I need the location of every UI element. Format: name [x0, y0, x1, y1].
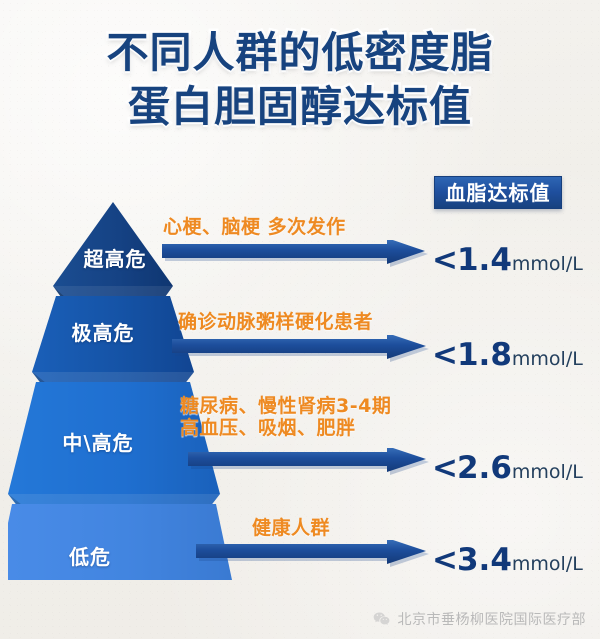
- page-title: 不同人群的低密度脂 蛋白胆固醇达标值: [0, 26, 600, 134]
- value-unit: mmol/L: [511, 348, 583, 370]
- arrow-icon-super-high: [162, 240, 432, 270]
- risk-description-moderate-high: 糖尿病、慢性肾病3-4期 高血压、吸烟、肥胖: [180, 395, 392, 440]
- value-number: 1.4: [456, 242, 512, 278]
- value-number: 1.8: [456, 337, 512, 373]
- title-line-2: 蛋白胆固醇达标值: [125, 79, 473, 133]
- target-value-super-high: <1.4mmol/L: [432, 245, 583, 276]
- footer-attribution: 北京市垂杨柳医院国际医疗部: [372, 609, 587, 629]
- risk-description-super-high: 心梗、脑梗 多次发作: [163, 216, 346, 238]
- risk-pyramid: [8, 198, 236, 586]
- target-value-very-high: <1.8mmol/L: [432, 340, 583, 371]
- value-operator: <: [432, 542, 458, 578]
- target-value-moderate-high: <2.6mmol/L: [432, 453, 583, 484]
- value-column-header: 血脂达标值: [434, 176, 562, 209]
- value-unit: mmol/L: [511, 253, 583, 275]
- risk-description-low: 健康人群: [252, 517, 331, 539]
- value-unit: mmol/L: [511, 461, 583, 483]
- value-operator: <: [432, 450, 458, 486]
- wechat-icon: [372, 610, 391, 629]
- risk-description-very-high: 确诊动脉粥样硬化患者: [178, 311, 374, 333]
- title-line-1: 不同人群的低密度脂: [104, 26, 495, 80]
- arrow-icon-low: [196, 540, 434, 570]
- value-unit: mmol/L: [511, 553, 583, 575]
- value-number: 3.4: [456, 542, 512, 578]
- value-operator: <: [432, 337, 458, 373]
- arrow-icon-very-high: [172, 335, 434, 365]
- value-operator: <: [432, 242, 458, 278]
- arrow-icon-moderate-high: [188, 448, 434, 478]
- footer-text: 北京市垂杨柳医院国际医疗部: [397, 612, 586, 628]
- value-column-header-label: 血脂达标值: [445, 180, 551, 205]
- target-value-low: <3.4mmol/L: [432, 545, 583, 576]
- value-number: 2.6: [456, 450, 512, 486]
